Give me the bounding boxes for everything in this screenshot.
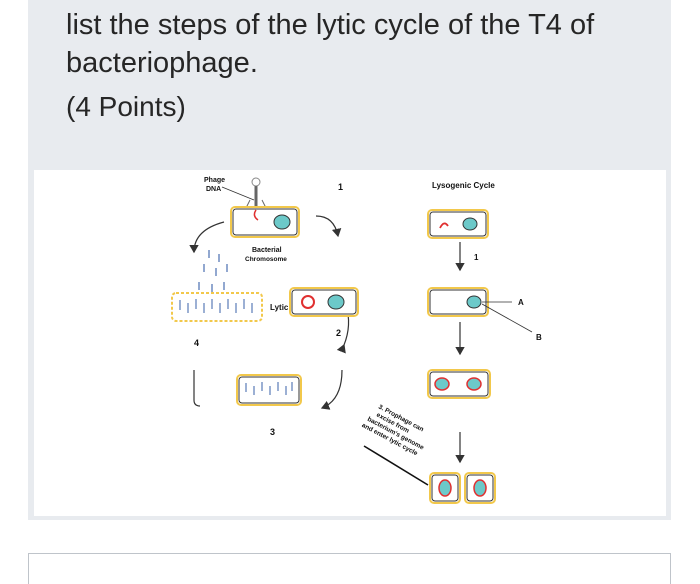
question-points: (4 Points)	[66, 91, 186, 122]
lysogenic-step-1: 1	[474, 253, 479, 262]
phage-dna-label-2: DNA	[206, 186, 221, 193]
arrow-step-4-release	[189, 221, 225, 254]
question-title: list the steps of the lytic cycle of the…	[66, 9, 595, 79]
lysogenic-cycle-label: Lysogenic Cycle	[432, 181, 495, 190]
lytic-cell-replication	[289, 287, 359, 317]
arrow-step-3	[320, 369, 343, 410]
phage-attached-icon	[245, 177, 267, 209]
marker-b: B	[536, 333, 542, 342]
phage-pointer-line	[221, 186, 255, 201]
lytic-lysogenic-diagram: Phage DNA 1	[34, 170, 666, 516]
arrow-step-4	[193, 370, 201, 407]
lysogenic-cell-infection	[427, 209, 489, 239]
prophage-note-arrow	[363, 445, 429, 486]
bacterial-chromosome-label-1: Bacterial	[252, 247, 282, 254]
lytic-step-4: 4	[194, 338, 199, 348]
phage-dna-label-1: Phage	[204, 177, 225, 184]
lytic-step-1: 1	[338, 182, 343, 192]
lytic-cell-assembly	[236, 374, 302, 406]
lysing-cell	[171, 292, 263, 322]
lysogenic-cell-integration	[427, 287, 533, 333]
bacterial-chromosome-label-2: Chromosome	[245, 256, 287, 263]
lytic-step-3: 3	[270, 427, 275, 437]
answer-input-box[interactable]	[28, 553, 671, 584]
diagram-svg: Phage DNA 1	[171, 177, 542, 504]
lytic-step-2: 2	[336, 328, 341, 338]
lysogenic-cell-pair	[429, 472, 496, 504]
lytic-cell-infection	[230, 206, 300, 238]
released-phages-icon	[198, 250, 228, 292]
marker-a: A	[518, 298, 524, 307]
lysogenic-cell-division	[427, 369, 491, 399]
question-card: list the steps of the lytic cycle of the…	[28, 0, 671, 520]
arrow-step-1	[315, 215, 342, 238]
